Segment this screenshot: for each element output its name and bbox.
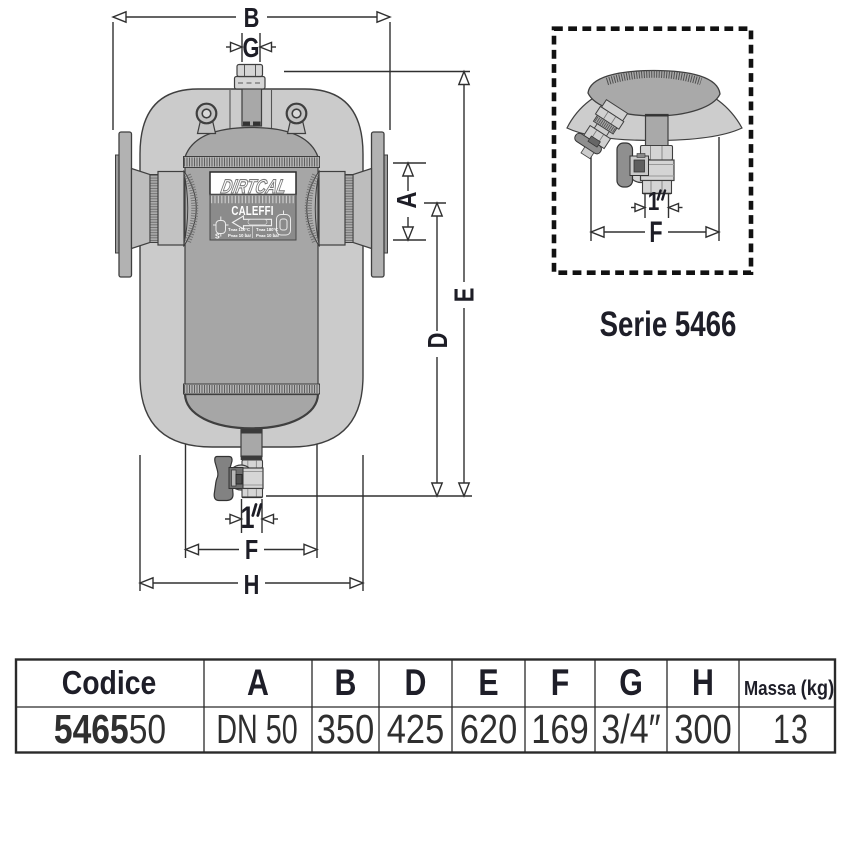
svg-text:E: E bbox=[478, 662, 498, 704]
svg-text:H: H bbox=[244, 569, 260, 600]
svg-text:DN 50: DN 50 bbox=[216, 707, 297, 752]
svg-text:D: D bbox=[405, 662, 427, 704]
svg-text:F: F bbox=[245, 534, 258, 565]
svg-text:H: H bbox=[692, 662, 714, 704]
svg-text:B: B bbox=[244, 2, 260, 33]
svg-text:3/4″: 3/4″ bbox=[601, 706, 660, 752]
svg-text:Codice: Codice bbox=[62, 664, 157, 702]
svg-text:350: 350 bbox=[317, 707, 374, 752]
svg-text:1: 1 bbox=[240, 500, 254, 535]
svg-text:B: B bbox=[335, 662, 357, 704]
svg-text:S: S bbox=[215, 234, 220, 241]
svg-text:F: F bbox=[649, 214, 662, 248]
svg-text:D: D bbox=[422, 333, 453, 349]
svg-text:Tmax 110°C: Tmax 110°C bbox=[228, 227, 250, 232]
svg-text:A: A bbox=[390, 191, 422, 208]
svg-text:G: G bbox=[619, 662, 643, 704]
svg-text:G: G bbox=[243, 32, 260, 63]
svg-text:1: 1 bbox=[648, 187, 660, 216]
svg-text:E: E bbox=[449, 288, 480, 303]
svg-text:620: 620 bbox=[460, 707, 517, 752]
svg-text:Pmax 10 bar: Pmax 10 bar bbox=[228, 233, 251, 238]
svg-text:F: F bbox=[551, 662, 570, 704]
svg-text:CALEFFI: CALEFFI bbox=[231, 205, 273, 218]
svg-text:DIRTCAL: DIRTCAL bbox=[219, 175, 288, 197]
svg-text:425: 425 bbox=[387, 707, 444, 752]
svg-text:546550: 546550 bbox=[54, 706, 166, 752]
svg-text:Serie 5466: Serie 5466 bbox=[600, 304, 737, 344]
svg-text:A: A bbox=[247, 662, 269, 704]
svg-text:300: 300 bbox=[674, 707, 731, 752]
svg-text:Massa (kg): Massa (kg) bbox=[744, 677, 834, 701]
svg-text:Pmax 10 bar: Pmax 10 bar bbox=[256, 233, 279, 238]
svg-text:13: 13 bbox=[773, 705, 809, 752]
svg-text:169: 169 bbox=[531, 707, 588, 752]
svg-text:Tmax 180°C: Tmax 180°C bbox=[256, 227, 278, 232]
